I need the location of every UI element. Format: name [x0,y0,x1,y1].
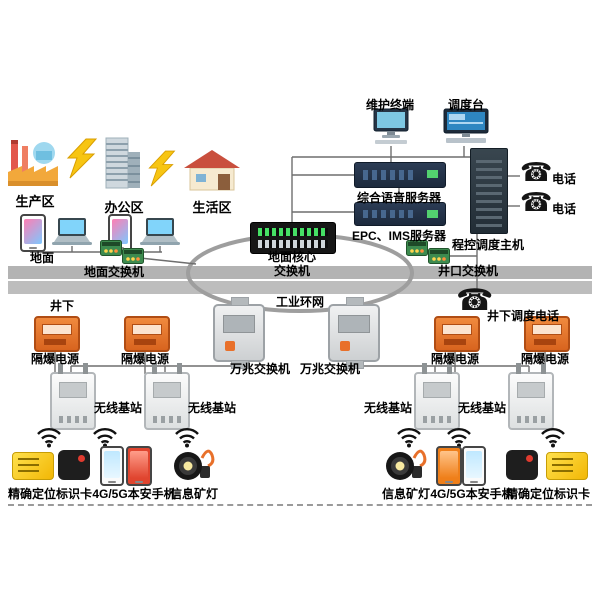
underground-phone-label: 井下调度电话 [487,309,560,323]
flameproof-power-icon [124,316,170,352]
telephone-label-2: 电话 [552,202,577,216]
house-icon [184,150,240,191]
smartphone-icon [20,214,46,252]
positioning-card-icon [546,452,588,480]
lightning-icon [66,138,98,179]
epc-ims-server-label: EPC、IMS服务器 [351,229,446,243]
wifi-signal-icon [541,428,565,448]
zone-label-office: 办公区 [104,200,144,215]
safe-smartphone-icon [462,446,486,486]
wifi-signal-icon [37,428,61,448]
wireless-base-station-label: 无线基站 [188,401,237,415]
10g-switch-icon-right [328,297,380,369]
lightning-icon [148,150,176,187]
factory-icon [8,140,58,186]
mine-lamp-label-left: 信息矿灯 [170,487,219,501]
flameproof-power-label: 隔爆电源 [121,352,170,366]
flameproof-power-label: 隔爆电源 [521,352,570,366]
telephone-label-1: 电话 [552,172,577,186]
wireless-base-station-icon [508,363,554,430]
telephone-icon: ☎ [520,188,553,218]
flameproof-power-icon [524,316,570,352]
ground-switch-icon [122,248,144,264]
zone-label-production: 生产区 [15,194,55,209]
10g-switch-label-right: 万兆交换机 [300,362,361,376]
safe-phone-label-left: 4G/5G本安手机 [92,487,176,501]
wellhead-switch-icon [428,248,450,264]
wifi-signal-icon [447,428,471,448]
bottom-dashed-line [8,504,592,506]
positioning-badge-icon [58,450,90,480]
ground-switch-icon [100,240,122,256]
laptop-icon [52,218,92,245]
safe-smartphone-icon [126,446,152,486]
wellhead-switch-icon [406,240,428,256]
10g-switch-icon-left [213,297,265,369]
wifi-signal-icon [93,428,117,448]
wireless-base-station-icon [50,363,96,430]
positioning-card-icon [12,452,54,480]
safe-smartphone-icon [100,446,124,486]
wireless-base-station-label: 无线基站 [458,401,507,415]
mine-lamp-label-right: 信息矿灯 [382,487,431,501]
safe-phone-label-right: 4G/5G本安手机 [430,487,514,501]
wellhead-switch-label: 井口交换机 [438,264,499,278]
epc-ims-server-icon [354,202,446,226]
laptop-icon [140,218,180,245]
ground-bar-bottom [8,281,592,294]
flameproof-power-label: 隔爆电源 [431,352,480,366]
flameproof-power-label: 隔爆电源 [31,352,80,366]
wireless-base-station-label: 无线基站 [94,401,143,415]
mine-lamp-icon [174,449,215,480]
wireless-base-station-icon [144,363,190,430]
dispatch-console-label: 调度台 [447,98,484,112]
ground-bar-top [8,266,592,279]
wireless-base-station-icon [414,363,460,430]
wireless-base-station-label: 无线基站 [364,401,413,415]
ground-switch-label: 地面交换机 [84,265,145,279]
underground-label: 井下 [50,299,75,313]
maintenance-terminal-label: 维护终端 [365,98,414,112]
office-building-icon [105,137,140,189]
core-switch-icon [250,222,336,254]
underground-phone-icon: ☎ [456,283,494,318]
mine-lamp-icon [386,449,427,480]
positioning-card-label-left: 精确定位标识卡 [7,487,92,501]
dispatch-host-label: 程控调度主机 [452,238,525,252]
voice-server-icon [354,162,446,188]
maintenance-terminal-icon [373,108,409,144]
core-switch-label: 地面核心 交换机 [267,250,316,278]
wifi-signal-icon [175,428,199,448]
wifi-signal-icon [397,428,421,448]
dispatch-host-rack-icon [470,148,508,234]
flameproof-power-icon [434,316,480,352]
positioning-badge-icon [506,450,538,480]
ground-label: 地面 [30,251,55,265]
flameproof-power-icon [34,316,80,352]
zone-label-living: 生活区 [192,200,232,215]
10g-switch-label-left: 万兆交换机 [230,362,291,376]
safe-smartphone-icon [436,446,462,486]
dispatch-console-icon [443,108,489,143]
positioning-card-label-right: 精确定位标识卡 [505,487,590,501]
industrial-ring-label: 工业环网 [275,295,324,309]
voice-server-label: 综合语音服务器 [356,191,441,205]
telephone-icon: ☎ [520,158,553,188]
